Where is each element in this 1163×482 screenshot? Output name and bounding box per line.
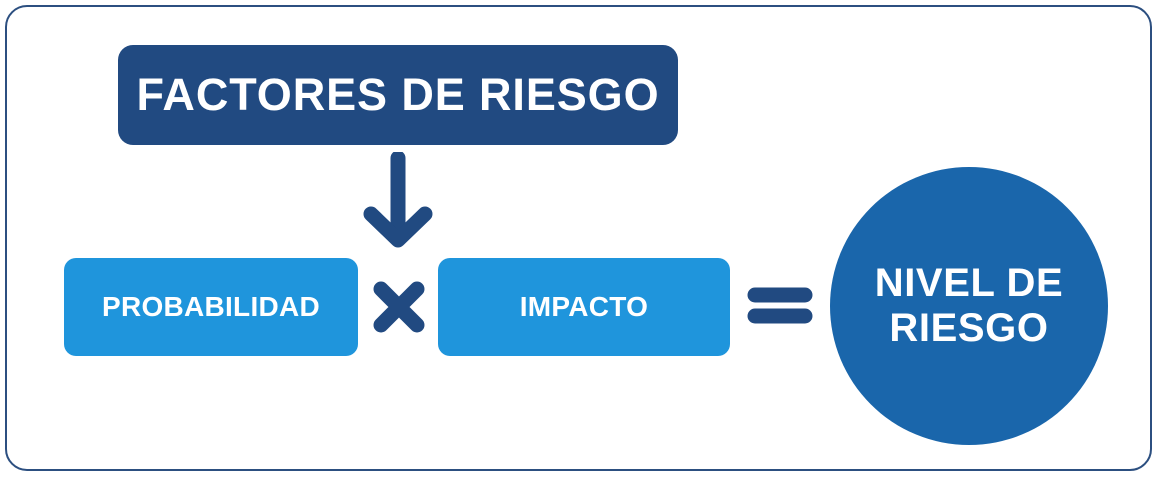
node-factores-de-riesgo[interactable]: FACTORES DE RIESGO xyxy=(118,45,678,145)
equals-icon xyxy=(746,280,814,330)
node-nivel-de-riesgo-label: NIVEL DE RIESGO xyxy=(874,261,1064,350)
node-probabilidad[interactable]: PROBABILIDAD xyxy=(64,258,358,356)
node-factores-label: FACTORES DE RIESGO xyxy=(136,69,660,121)
node-nivel-de-riesgo[interactable]: NIVEL DE RIESGO xyxy=(830,167,1108,445)
node-impacto-label: IMPACTO xyxy=(519,291,649,323)
arrow-down-icon xyxy=(360,150,436,250)
multiply-glyph xyxy=(373,281,425,333)
multiply-icon xyxy=(368,276,430,338)
node-probabilidad-label: PROBABILIDAD xyxy=(101,291,321,323)
node-impacto[interactable]: IMPACTO xyxy=(438,258,730,356)
arrow-down-glyph xyxy=(363,150,433,248)
equals-glyph xyxy=(747,287,813,324)
